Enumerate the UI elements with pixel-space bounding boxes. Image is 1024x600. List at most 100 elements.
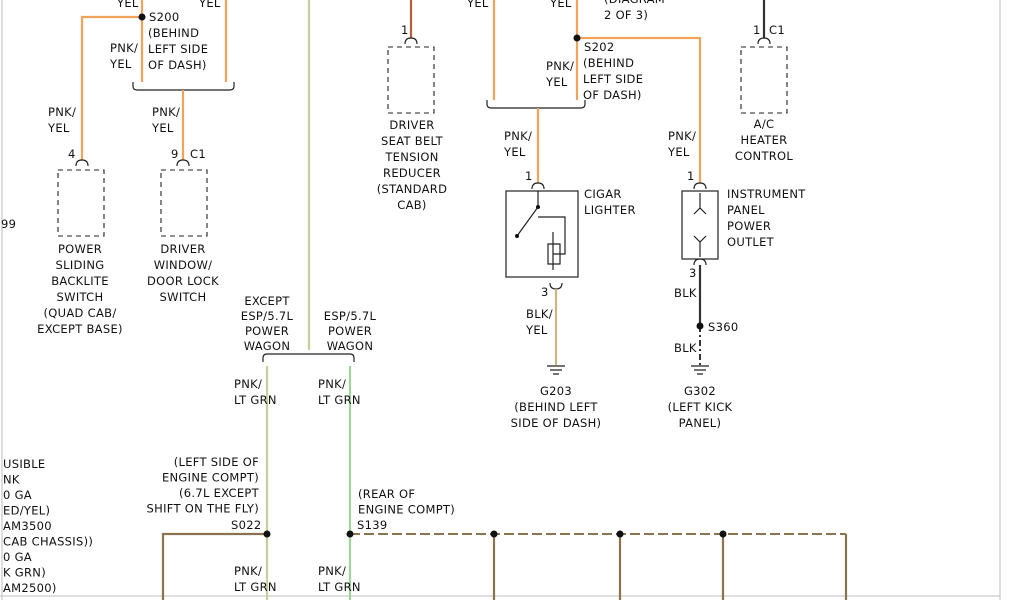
label-pnk-yel-1: PNK/YEL — [109, 41, 138, 71]
label-line: SWITCH — [57, 290, 104, 304]
label-line: EXCEPT BASE) — [37, 322, 123, 336]
label-line: LT GRN — [234, 393, 277, 407]
label-line: DRIVER — [389, 118, 434, 132]
label-line: POWER — [58, 242, 102, 256]
label-s200: S200 — [149, 10, 179, 24]
label-yel-c: YEL — [466, 0, 489, 10]
connector-ac-pin — [757, 37, 771, 45]
label-blk-yel: BLK/YEL — [525, 307, 553, 337]
label-pnk-yel-6: PNK/YEL — [667, 129, 696, 159]
label-line: (DIAGRAM — [604, 0, 665, 6]
label-pin3-cigar: 3 — [541, 285, 549, 299]
label-line: (6.7L EXCEPT — [179, 486, 260, 500]
label-s139-location: (REAR OF ENGINE COMPT) — [358, 487, 455, 517]
label-line: PNK/ — [504, 129, 532, 143]
label-line: LT GRN — [234, 580, 277, 594]
label-line: LIGHTER — [584, 203, 636, 217]
wire-s200-left-branch — [80, 15, 142, 160]
label-line: PANEL — [727, 203, 765, 217]
label-blk-1: BLK — [674, 286, 697, 300]
label-left-cut: 99 — [1, 217, 16, 231]
label-line: REDUCER — [383, 166, 441, 180]
outlet-symbol — [693, 193, 707, 257]
label-line: (LEFT SIDE OF — [174, 455, 259, 469]
label-line: G302 — [684, 384, 716, 398]
cigar-contact-2 — [515, 234, 519, 238]
ac-heater-box — [740, 46, 788, 114]
label-c1-door-lock: C1 — [190, 147, 206, 161]
label-pin3-outlet: 3 — [689, 266, 697, 280]
label-line: LEFT SIDE — [148, 42, 208, 56]
label-line: NK — [3, 473, 20, 487]
label-s202-location: (BEHIND LEFT SIDE OF DASH) — [583, 56, 643, 102]
label-pin9: 9 — [171, 147, 179, 161]
label-pin1-cigar: 1 — [525, 169, 533, 183]
label-pnk-yel-4: PNK/YEL — [545, 59, 574, 89]
splice-s022 — [263, 530, 271, 538]
label-line: PNK/ — [110, 41, 138, 55]
harness-bracket-right — [486, 100, 586, 109]
label-line: ESP/5.7L — [241, 309, 294, 323]
label-line: YEL — [525, 323, 548, 337]
label-line: EXCEPT — [244, 294, 290, 308]
splice-bus-1 — [490, 530, 498, 538]
label-line: POWER — [328, 324, 372, 338]
label-line: (REAR OF — [358, 487, 415, 501]
label-pin1-outlet: 1 — [687, 169, 695, 183]
label-line: SIDE OF DASH) — [511, 416, 602, 430]
label-line: AM2500) — [3, 581, 57, 595]
label-s360: S360 — [708, 320, 738, 334]
label-line: K GRN) — [3, 566, 46, 580]
splice-s202 — [573, 34, 581, 42]
label-line: 0 GA — [3, 488, 32, 502]
label-line: SWITCH — [160, 290, 207, 304]
cigar-lighter-box — [505, 190, 579, 278]
label-line: 2 OF 3) — [604, 8, 648, 22]
label-line: LEFT SIDE — [583, 72, 643, 86]
connector-seat-belt-pin — [404, 37, 418, 45]
label-line: LT GRN — [318, 580, 361, 594]
label-line: BACKLITE — [51, 274, 109, 288]
label-blk-2: BLK — [674, 341, 697, 355]
label-line: HEATER — [741, 133, 788, 147]
label-line: USIBLE — [3, 457, 45, 471]
label-line: PANEL) — [679, 416, 722, 430]
label-line: YEL — [545, 75, 568, 89]
label-line: POWER — [727, 219, 771, 233]
label-line: (BEHIND LEFT — [514, 400, 598, 414]
label-line: ENGINE COMPT) — [358, 503, 455, 517]
label-line: YEL — [47, 121, 70, 135]
harness-bracket-lower — [262, 353, 355, 362]
label-line: CAB) — [397, 198, 426, 212]
label-line: PNK/ — [234, 377, 262, 391]
label-line: A/C — [754, 117, 775, 131]
label-yel-b: YEL — [198, 0, 221, 10]
connector-outlet-pin-bottom — [693, 258, 707, 266]
seat-belt-reducer-box — [387, 46, 435, 114]
label-line: CONTROL — [735, 149, 794, 163]
label-s022: S022 — [231, 518, 261, 532]
wire-fusible-link — [161, 532, 267, 600]
label-line: INSTRUMENT — [727, 187, 806, 201]
label-line: OF DASH) — [583, 88, 642, 102]
label-line: (QUAD CAB/ — [44, 306, 117, 320]
label-line: PNK/ — [668, 129, 696, 143]
harness-bracket-left — [132, 82, 235, 91]
wire-s202-outlet-branch — [577, 36, 702, 183]
label-pnk-yel-3: PNK/YEL — [151, 105, 180, 135]
label-line: BLK/ — [526, 307, 553, 321]
connector-cigar-pin-top — [531, 182, 545, 190]
label-yel-d: YEL — [549, 0, 572, 10]
splice-bus-3 — [719, 530, 727, 538]
label-line: PNK/ — [318, 377, 346, 391]
label-s139: S139 — [357, 518, 387, 532]
label-ac-heater-control: A/C HEATER CONTROL — [735, 117, 794, 163]
label-pnk-ltgrn-4: PNK/LT GRN — [318, 564, 361, 594]
label-line: SEAT BELT — [381, 134, 444, 148]
label-line: (BEHIND — [583, 56, 634, 70]
